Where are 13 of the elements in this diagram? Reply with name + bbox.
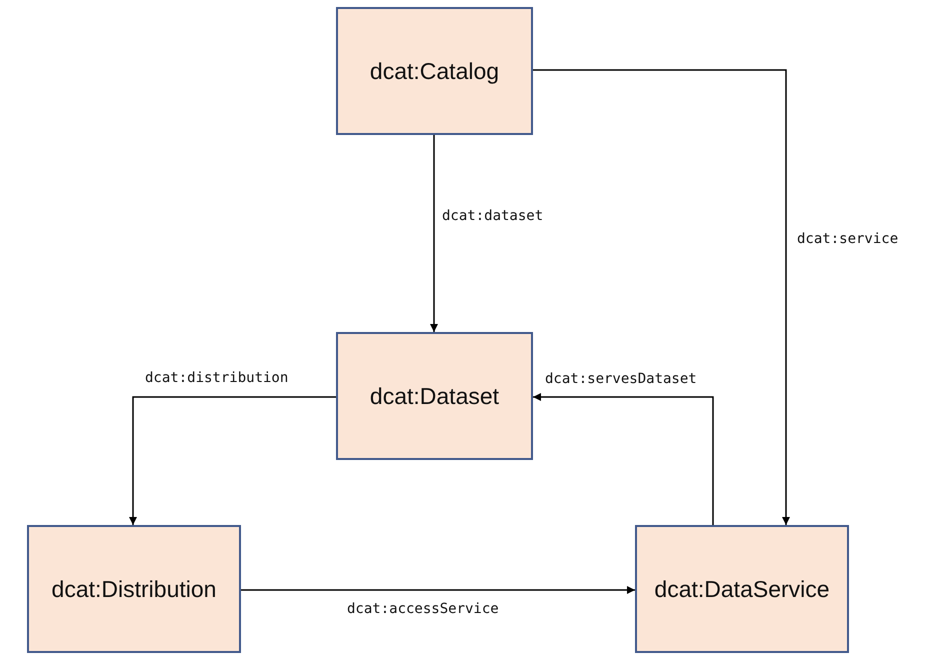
class-name: dcat:DataService: [654, 576, 830, 602]
class-name: dcat:Dataset: [370, 382, 500, 410]
class-box: [27, 525, 241, 653]
class-name: dcat:Distribution: [52, 576, 216, 602]
class-name: dcat:Catalog: [370, 58, 500, 84]
arrow: [533, 69, 790, 525]
class-box: [336, 332, 533, 460]
arrow: [533, 393, 714, 525]
arrow: [430, 135, 438, 332]
class-box: [635, 525, 849, 653]
arrow: [129, 396, 336, 525]
class-box: [336, 7, 533, 135]
arrow: [241, 586, 635, 594]
